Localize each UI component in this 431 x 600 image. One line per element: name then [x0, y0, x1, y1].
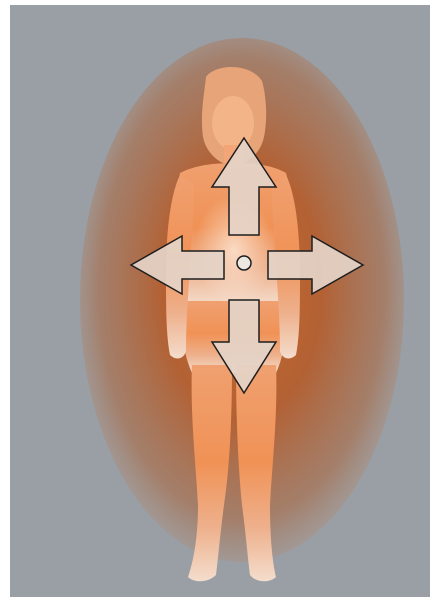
- gray-panel: [10, 5, 430, 597]
- center-dot-icon: [237, 256, 251, 270]
- illustration: [10, 5, 430, 597]
